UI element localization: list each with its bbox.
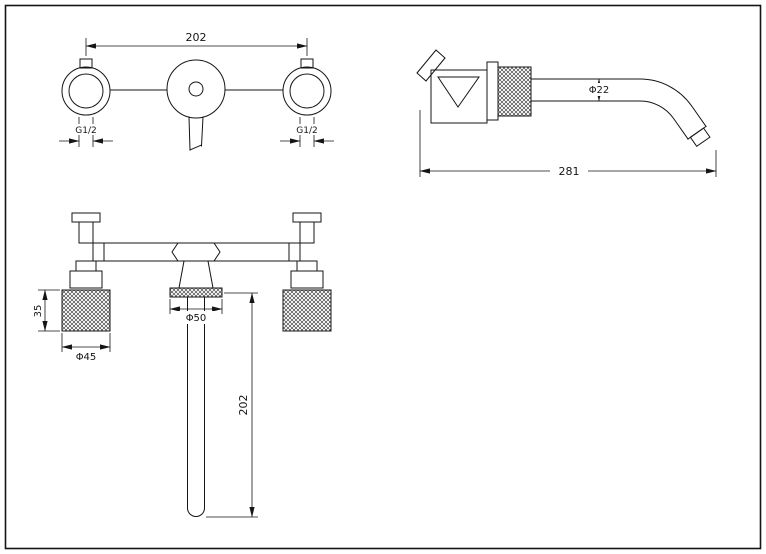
spout-body-front (109, 59, 284, 151)
dim-thread-right-label: G1/2 (296, 126, 317, 136)
dim-spout-length: 202 (206, 292, 258, 518)
dim-thread-left: G1/2 (59, 117, 113, 147)
wall-bracket (416, 49, 446, 82)
dim-thread-right: G1/2 (280, 117, 334, 147)
dim-thread-left-label: G1/2 (75, 126, 96, 136)
plan-view: 35 Φ45 Φ50 202 (33, 212, 332, 518)
dim-front-width-label: 202 (186, 31, 207, 44)
dim-spout-diameter: Φ22 (581, 78, 617, 102)
sheet-border (4, 4, 762, 550)
left-handle-plan (71, 212, 101, 244)
right-handle-plan (292, 212, 322, 244)
right-handle (282, 58, 332, 116)
dim-handle-diameter: Φ45 (61, 333, 111, 363)
left-knurled-grip (61, 289, 111, 332)
dim-spout-diameter-label: Φ22 (589, 85, 610, 96)
side-view: Φ22 281 (416, 49, 717, 178)
center-boss (171, 242, 221, 262)
escutcheon-plan (169, 287, 223, 298)
left-handle (61, 58, 111, 116)
front-view: 202 G1/2 G1/2 (59, 31, 334, 151)
dim-valve-height: 35 (33, 289, 60, 332)
spout-side (530, 78, 711, 147)
valve-body-side (430, 69, 488, 124)
right-knurled-grip (282, 289, 332, 332)
knurled-nut-side (497, 66, 532, 117)
dim-spout-reach-label: 281 (559, 165, 580, 178)
spout-tube-plan (187, 296, 205, 517)
dim-escutcheon-diameter: Φ50 (169, 299, 223, 324)
dim-front-width: 202 (85, 31, 308, 56)
aerator-tip (689, 127, 711, 147)
dim-spout-length-label: 202 (237, 395, 250, 416)
left-valve-plan (61, 260, 111, 332)
dim-escutcheon-diameter-label: Φ50 (186, 313, 207, 324)
dim-spout-reach: 281 (419, 110, 717, 178)
right-valve-plan (282, 260, 332, 332)
escutcheon-side (486, 61, 499, 121)
body-bar (92, 242, 301, 289)
dim-valve-height-label: 35 (33, 305, 44, 318)
dim-handle-diameter-label: Φ45 (76, 352, 97, 363)
